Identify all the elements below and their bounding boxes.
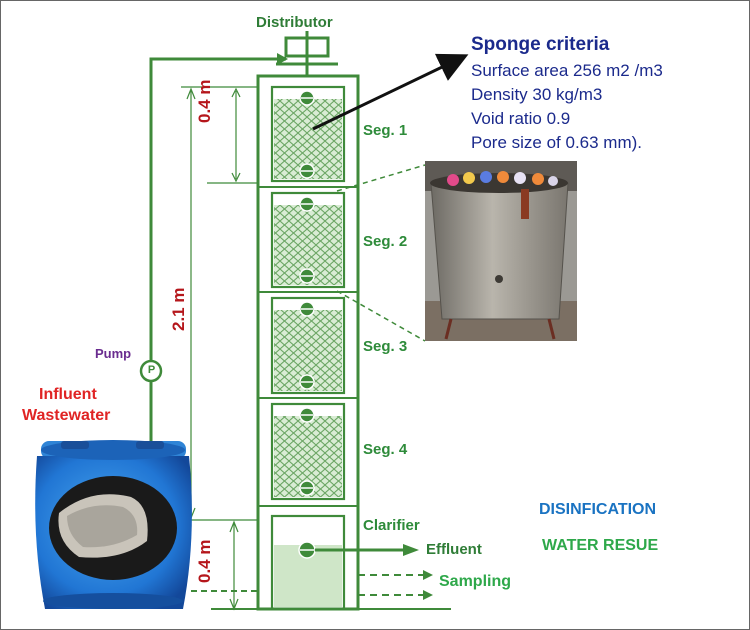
segment-label-3: Seg. 3: [363, 338, 408, 355]
clarifier-label: Clarifier: [363, 517, 420, 534]
water-reuse-label: WATER RESUE: [542, 537, 659, 554]
sponge-criteria-title: Sponge criteria: [471, 34, 610, 55]
dimension-segment-height: 0.4 m: [195, 79, 214, 123]
segment-label-2: Seg. 2: [363, 233, 408, 250]
sampling-arrows: [358, 574, 425, 596]
pump-label: Pump: [95, 346, 132, 361]
reactor-photo: [425, 161, 577, 341]
sponge-criteria-line-2: Density 30 kg/m3: [471, 85, 603, 104]
pump-symbol-letter: P: [147, 364, 156, 376]
influent-drum: [35, 440, 192, 609]
distributor-assembly: [276, 31, 338, 76]
distributor-label: Distributor: [256, 14, 333, 31]
segment-ports: [298, 90, 316, 559]
base-lines: [191, 590, 451, 610]
dimension-lines: [181, 86, 258, 611]
influent-label-line2: Wastewater: [22, 407, 111, 424]
segment-label-1: Seg. 1: [363, 122, 408, 139]
dimension-total-height: 2.1 m: [169, 287, 188, 331]
effluent-label: Effluent: [426, 541, 482, 558]
sponge-criteria-line-3: Void ratio 0.9: [471, 109, 571, 128]
pump-symbol: [139, 359, 163, 383]
effluent-arrow: [315, 544, 419, 556]
feed-pipe: [149, 53, 288, 441]
criteria-arrow: [312, 53, 469, 131]
influent-label-line1: Influent: [39, 386, 97, 403]
callout-lines: [336, 164, 426, 342]
sponge-criteria-line-1: Surface area 256 m2 /m3: [471, 61, 663, 80]
segment-label-4: Seg. 4: [363, 441, 408, 458]
sampling-label: Sampling: [439, 573, 512, 590]
disinfection-label: DISINFICATION: [539, 501, 657, 518]
sponge-criteria-line-4: Pore size of 0.63 mm).: [471, 133, 643, 152]
dimension-clarifier-height: 0.4 m: [195, 539, 214, 583]
